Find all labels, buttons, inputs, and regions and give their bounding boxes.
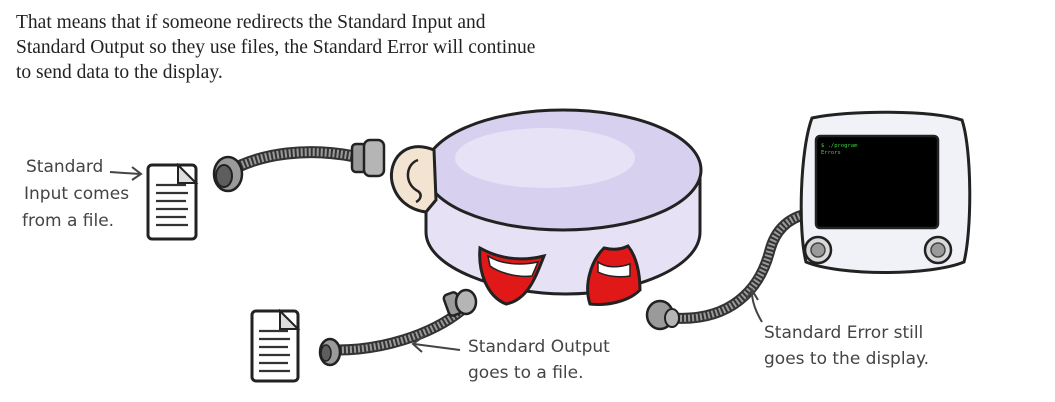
mouth-left-icon <box>478 245 547 306</box>
paragraph-line-1: That means that if someone redirects the… <box>16 12 486 33</box>
terminal-line-2: Errors <box>821 150 841 156</box>
input-file-icon <box>146 162 199 241</box>
output-label: Standard Output goes to a file. <box>411 335 610 383</box>
input-label: Standard Input comes from a file. <box>22 157 143 231</box>
input-label-line-2: Input comes <box>24 184 129 204</box>
error-label: Standard Error still goes to the display… <box>745 288 929 369</box>
speaker-left-icon <box>803 235 833 265</box>
program-machine <box>389 108 703 306</box>
intro-paragraph: That means that if someone redirects the… <box>16 10 656 85</box>
output-file-icon <box>250 308 301 383</box>
speaker-right-icon <box>923 235 953 265</box>
output-hose <box>318 288 478 367</box>
error-label-line-1: Standard Error still <box>764 323 923 343</box>
ear-icon <box>389 145 438 214</box>
input-label-line-1: Standard <box>26 157 103 177</box>
error-arrow-icon <box>745 288 763 323</box>
terminal-line-1: $ ./program <box>821 143 858 149</box>
terminal-screen <box>814 134 940 230</box>
output-arrow-icon <box>411 335 461 353</box>
output-label-line-1: Standard Output <box>468 337 610 357</box>
paragraph-line-2: Standard Output so they use files, the S… <box>16 37 536 58</box>
input-hose <box>212 138 386 193</box>
output-label-line-2: goes to a file. <box>468 363 584 383</box>
error-label-line-2: goes to the display. <box>764 349 929 369</box>
mouth-right-icon <box>586 244 642 306</box>
error-hose <box>645 208 808 331</box>
input-arrow-icon <box>109 166 143 181</box>
input-label-line-3: from a file. <box>22 211 114 231</box>
paragraph-line-3: to send data to the display. <box>16 62 223 83</box>
terminal-display: $ ./program Errors <box>799 110 972 274</box>
